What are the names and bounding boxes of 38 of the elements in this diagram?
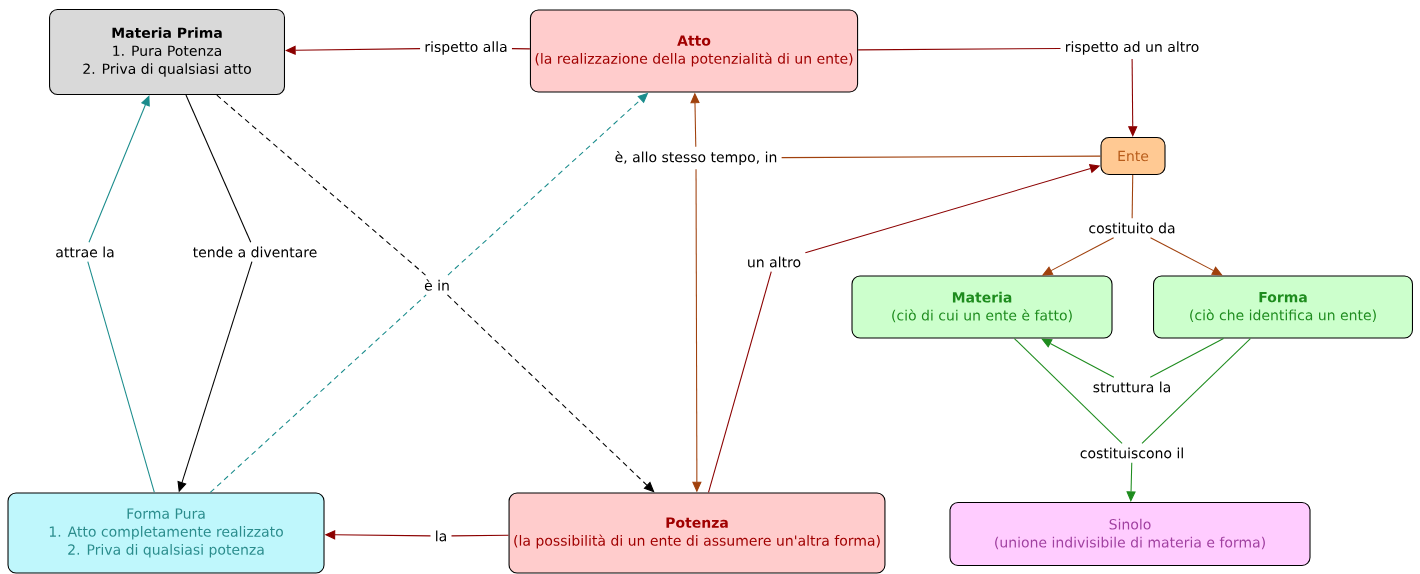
linking-phrase: è, allo stesso tempo, in xyxy=(615,150,777,166)
connector-line xyxy=(781,155,1101,159)
concept-box: Materia (ciò di cui un ente è fatto) xyxy=(851,275,1113,339)
arrow xyxy=(1149,237,1223,276)
concept-box: Forma Pura 1. Atto completamente realizzato 2. Priva di qualsiasi potenza xyxy=(7,492,325,574)
linking-phrase: costituito da xyxy=(1089,222,1175,234)
connector-line xyxy=(450,534,510,537)
connector-line xyxy=(1013,338,1123,444)
linking-phrase: tende a diventare xyxy=(193,246,317,258)
concept-box: Potenza (la possibilità di un ente di assumere un'altra forma) xyxy=(508,492,886,574)
connector-line xyxy=(857,47,1061,51)
concept-box: Materia Prima 1. Pura Potenza 2. Priva di qualsiasi atto xyxy=(49,8,285,96)
connector-line xyxy=(707,271,772,493)
concept-box: Ente xyxy=(1100,136,1166,176)
connector-line xyxy=(87,261,155,493)
linking-phrase: un altro xyxy=(748,256,801,268)
linking-phrase: attrae la xyxy=(56,246,114,258)
connector-line xyxy=(216,94,426,276)
arrow xyxy=(1126,462,1136,502)
arrow xyxy=(285,45,421,56)
connector-line xyxy=(1141,338,1251,444)
connector-line xyxy=(1131,174,1134,219)
linking-phrase: rispetto alla xyxy=(425,41,507,55)
connector-line xyxy=(1149,338,1225,378)
concept-box: Sinolo (unione indivisibile di materia e forma) xyxy=(949,502,1311,566)
linking-phrase: rispetto ad un altro xyxy=(1066,41,1199,55)
concept-box: Forma (ciò che identifica un ente) xyxy=(1153,275,1413,339)
linking-phrase: è in xyxy=(424,279,449,291)
connector-line xyxy=(209,294,427,493)
arrow xyxy=(446,294,655,493)
linking-phrase: struttura la xyxy=(1093,381,1170,393)
arrow xyxy=(1041,338,1115,378)
linking-phrase: costituiscono il xyxy=(1080,447,1183,459)
concept-box: Atto (la realizzazione della potenzialità di un ente) xyxy=(529,9,859,93)
linking-phrase: la xyxy=(436,530,446,542)
connector-line xyxy=(185,94,252,243)
arrow xyxy=(88,95,150,243)
connector-line xyxy=(511,48,531,50)
